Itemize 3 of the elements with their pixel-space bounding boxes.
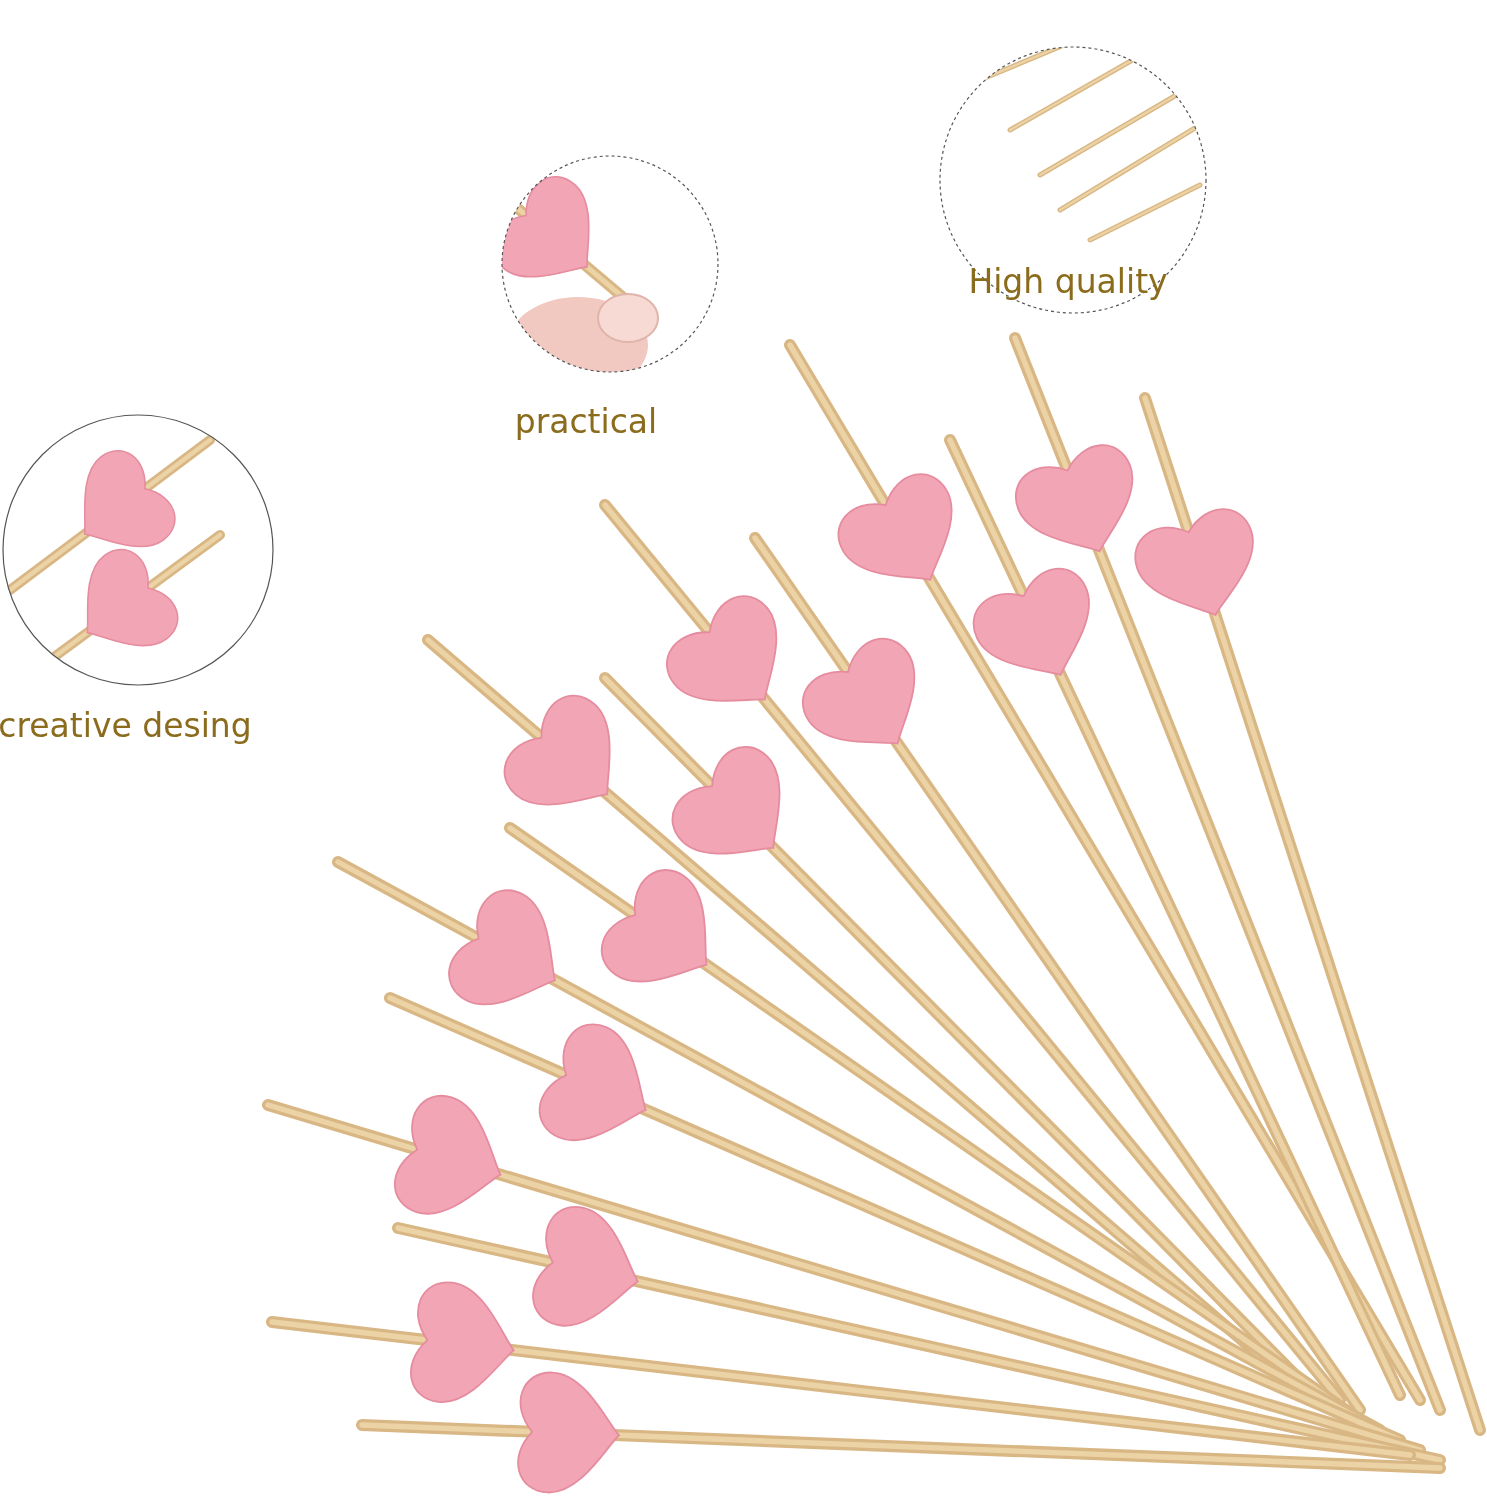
feature-caption: High quality xyxy=(968,262,1168,301)
feature-caption: practical xyxy=(514,402,658,441)
feature-caption: creative desing xyxy=(0,706,252,745)
